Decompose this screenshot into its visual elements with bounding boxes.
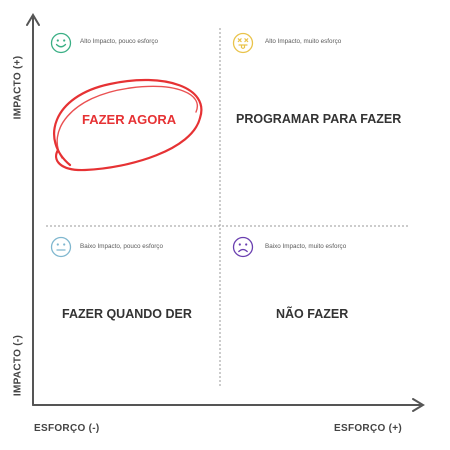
quadrant-title: PROGRAMAR PARA FAZER bbox=[236, 112, 402, 126]
quadrant-description: Alto Impacto, pouco esforço bbox=[80, 38, 159, 45]
quadrant-description: Baixo Impacto, pouco esforço bbox=[80, 243, 163, 250]
y-axis-label-bottom: IMPACTO (-) bbox=[12, 334, 24, 397]
neutral-face-icon bbox=[50, 236, 72, 258]
quadrant-title: FAZER QUANDO DER bbox=[62, 307, 192, 321]
quadrant-title: FAZER AGORA bbox=[82, 112, 177, 127]
x-axis-label-right: ESFORÇO (+) bbox=[334, 423, 403, 434]
x-axis-label-left: ESFORÇO (-) bbox=[34, 423, 100, 434]
quadrant-dividers bbox=[46, 28, 408, 386]
quadrant-title: NÃO FAZER bbox=[276, 307, 349, 321]
quadrant-description: Baixo Impacto, muito esforço bbox=[265, 243, 347, 250]
smile-face-icon bbox=[50, 32, 72, 54]
axis-lines bbox=[26, 13, 425, 412]
y-axis-label-top: IMPACTO (+) bbox=[12, 55, 24, 120]
tongue-out-face-icon bbox=[232, 32, 254, 54]
quadrant-description: Alto Impacto, muito esforço bbox=[265, 38, 342, 45]
highlight-circle bbox=[53, 78, 203, 172]
sad-face-icon bbox=[232, 236, 254, 258]
